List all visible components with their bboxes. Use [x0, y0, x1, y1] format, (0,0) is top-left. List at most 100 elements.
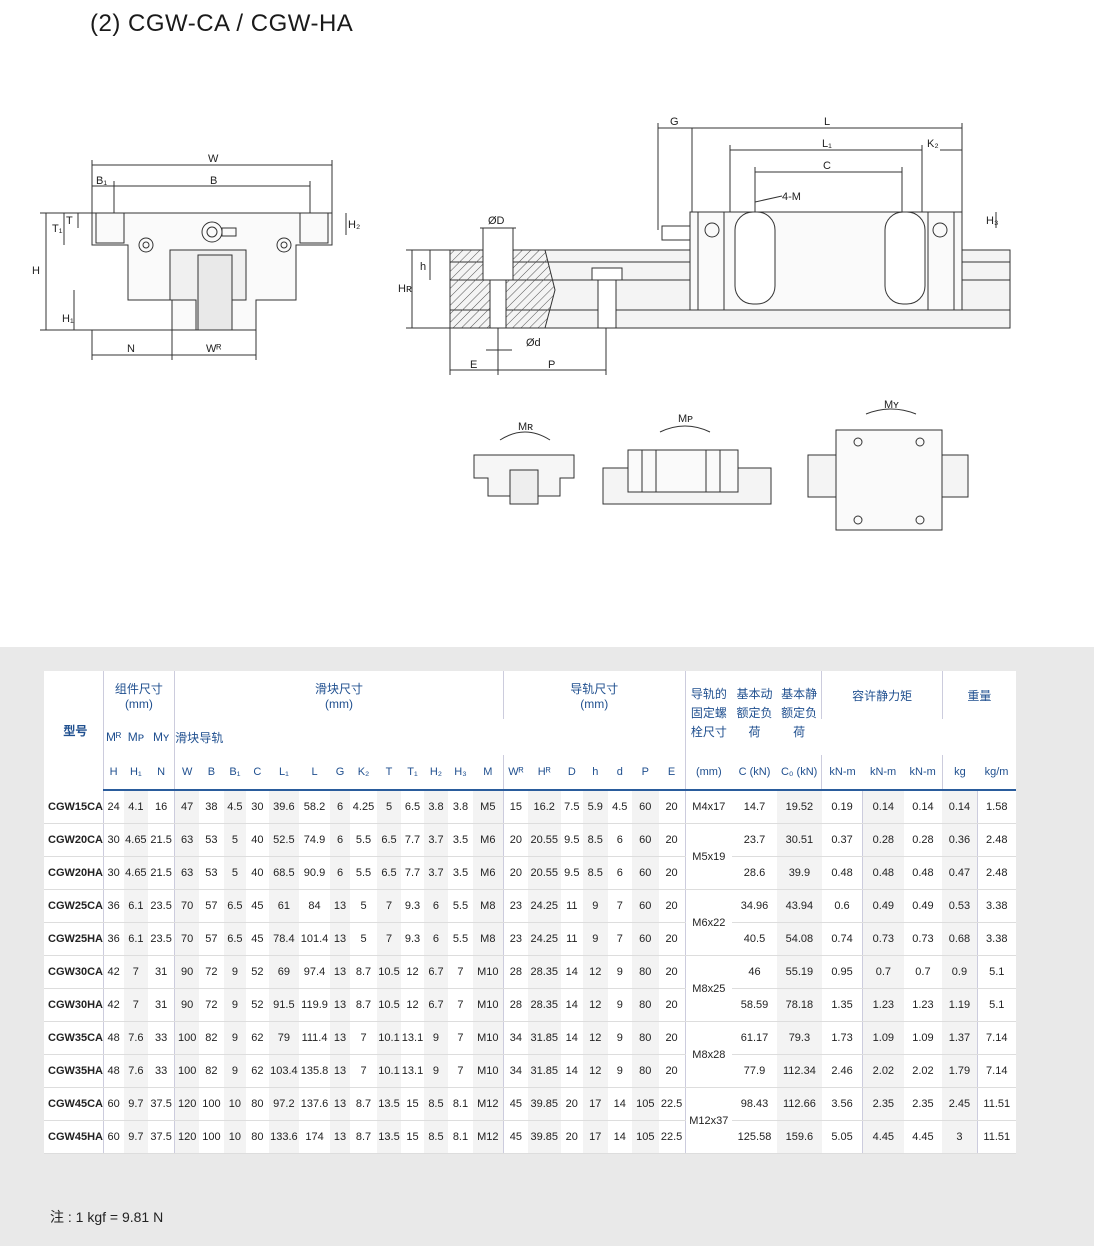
table-cell: 20 [560, 1120, 584, 1154]
table-cell: 7.7 [401, 823, 424, 857]
table-cell: 10.1 [376, 1054, 402, 1088]
table-cell: 20 [658, 856, 686, 890]
table-cell: 28.6 [732, 856, 777, 890]
table-cell: 48 [102, 1021, 124, 1055]
table-cell: 90 [174, 955, 200, 989]
header-assembly: 组件尺寸(mm) [102, 671, 175, 719]
table-cell: 5 [376, 790, 402, 824]
table-cell: M12 [472, 1120, 504, 1154]
table-cell: 4.45 [903, 1120, 943, 1154]
header-unit-4: kg/m [977, 755, 1016, 791]
header-weight: 重量 [941, 671, 1016, 719]
table-cell: 3.7 [423, 856, 449, 890]
table-cell: 9.5 [560, 856, 584, 890]
label-H3: H₃ [986, 215, 998, 227]
header-sub-2: Mʏ [153, 730, 170, 744]
label-4M: 4-M [782, 191, 801, 203]
table-cell: 20 [560, 1087, 584, 1121]
table-cell: 39.9 [776, 856, 822, 890]
table-cell: 8.7 [350, 955, 377, 989]
table-cell: 20 [658, 790, 686, 824]
table-cell: 42 [102, 988, 124, 1022]
table-cell: 0.14 [862, 790, 904, 824]
table-cell: 60 [632, 790, 659, 824]
table-cell: 7 [448, 1021, 473, 1055]
table-cell: 7 [607, 922, 633, 956]
table-cell: 11 [560, 922, 584, 956]
table-cell: 79.3 [776, 1021, 822, 1055]
table-cell: 20 [658, 1021, 686, 1055]
table-cell: 0.49 [903, 889, 943, 923]
table-cell: 137.6 [299, 1087, 330, 1121]
table-cell: 100 [199, 1087, 224, 1121]
table-cell: 9 [223, 1021, 247, 1055]
table-cell: 22.5 [658, 1087, 686, 1121]
table-cell: 7.7 [401, 856, 424, 890]
table-cell: 60 [632, 922, 659, 956]
table-cell: 13 [329, 988, 351, 1022]
header-sub-0: Mᴿ [102, 719, 124, 755]
table-cell: 30 [102, 856, 124, 890]
table-cell: 3.38 [976, 922, 1016, 956]
table-cell: 13 [329, 1120, 351, 1154]
table-cell: 8.7 [350, 988, 377, 1022]
table-cell: 7 [123, 955, 149, 989]
label-MY: Mʏ [884, 399, 899, 411]
table-cell: 6.7 [423, 955, 449, 989]
header-col-0: H [102, 755, 124, 791]
table-cell: 6 [423, 922, 449, 956]
table-cell: 80 [632, 1021, 659, 1055]
table-cell: 1.23 [903, 988, 943, 1022]
header-col-19: h [583, 755, 608, 791]
table-cell: 63 [174, 856, 200, 890]
table-cell: 0.7 [903, 955, 943, 989]
table-cell: 5.9 [583, 790, 608, 824]
table-cell: 28.35 [527, 988, 561, 1022]
table-cell: M10 [472, 1021, 504, 1055]
table-cell: 3.38 [976, 889, 1016, 923]
table-cell: 28 [502, 955, 528, 989]
table-cell: 105 [632, 1120, 659, 1154]
header-unit-3: kg [941, 755, 978, 791]
table-cell: 52 [246, 955, 269, 989]
table-cell: 10.1 [376, 1021, 402, 1055]
label-T: T [66, 215, 73, 227]
table-cell: 0.28 [903, 823, 943, 857]
model-cell: CGW20CA [44, 823, 104, 857]
table-cell: 28 [502, 988, 528, 1022]
table-cell: 57 [199, 889, 224, 923]
side-view [406, 123, 1011, 375]
table-cell: 159.6 [776, 1120, 822, 1154]
table-cell: 10 [223, 1087, 247, 1121]
table-cell: 80 [246, 1120, 269, 1154]
table-cell: 7 [376, 889, 402, 923]
header-col-14: H₃ [448, 755, 473, 791]
table-cell: 1.09 [862, 1021, 904, 1055]
front-view [40, 160, 347, 360]
header-col-18: D [560, 755, 584, 791]
table-cell: 2.45 [942, 1087, 978, 1121]
table-cell: 9.3 [401, 889, 424, 923]
table-cell: 19.52 [776, 790, 822, 824]
page-title: (2) CGW-CA / CGW-HA [90, 10, 354, 37]
table-cell: 40.5 [732, 922, 777, 956]
table-cell: 23.5 [148, 922, 175, 956]
table-cell: 120 [174, 1120, 200, 1154]
table-cell: 3.8 [423, 790, 449, 824]
table-cell: 8.5 [423, 1120, 449, 1154]
table-cell: 34 [502, 1054, 528, 1088]
table-cell: 9 [423, 1054, 449, 1088]
table-cell: 7 [448, 955, 473, 989]
header-col-22: E [658, 755, 686, 791]
table-cell: 16.2 [527, 790, 561, 824]
table-cell: M4x17 [684, 790, 733, 824]
header-unit-2: kN-m [903, 755, 943, 791]
table-cell: 24.25 [527, 889, 561, 923]
table-cell: 7.5 [560, 790, 584, 824]
label-MR: Mʀ [518, 421, 533, 433]
table-cell: 4.5 [223, 790, 247, 824]
table-cell: M8 [472, 922, 504, 956]
